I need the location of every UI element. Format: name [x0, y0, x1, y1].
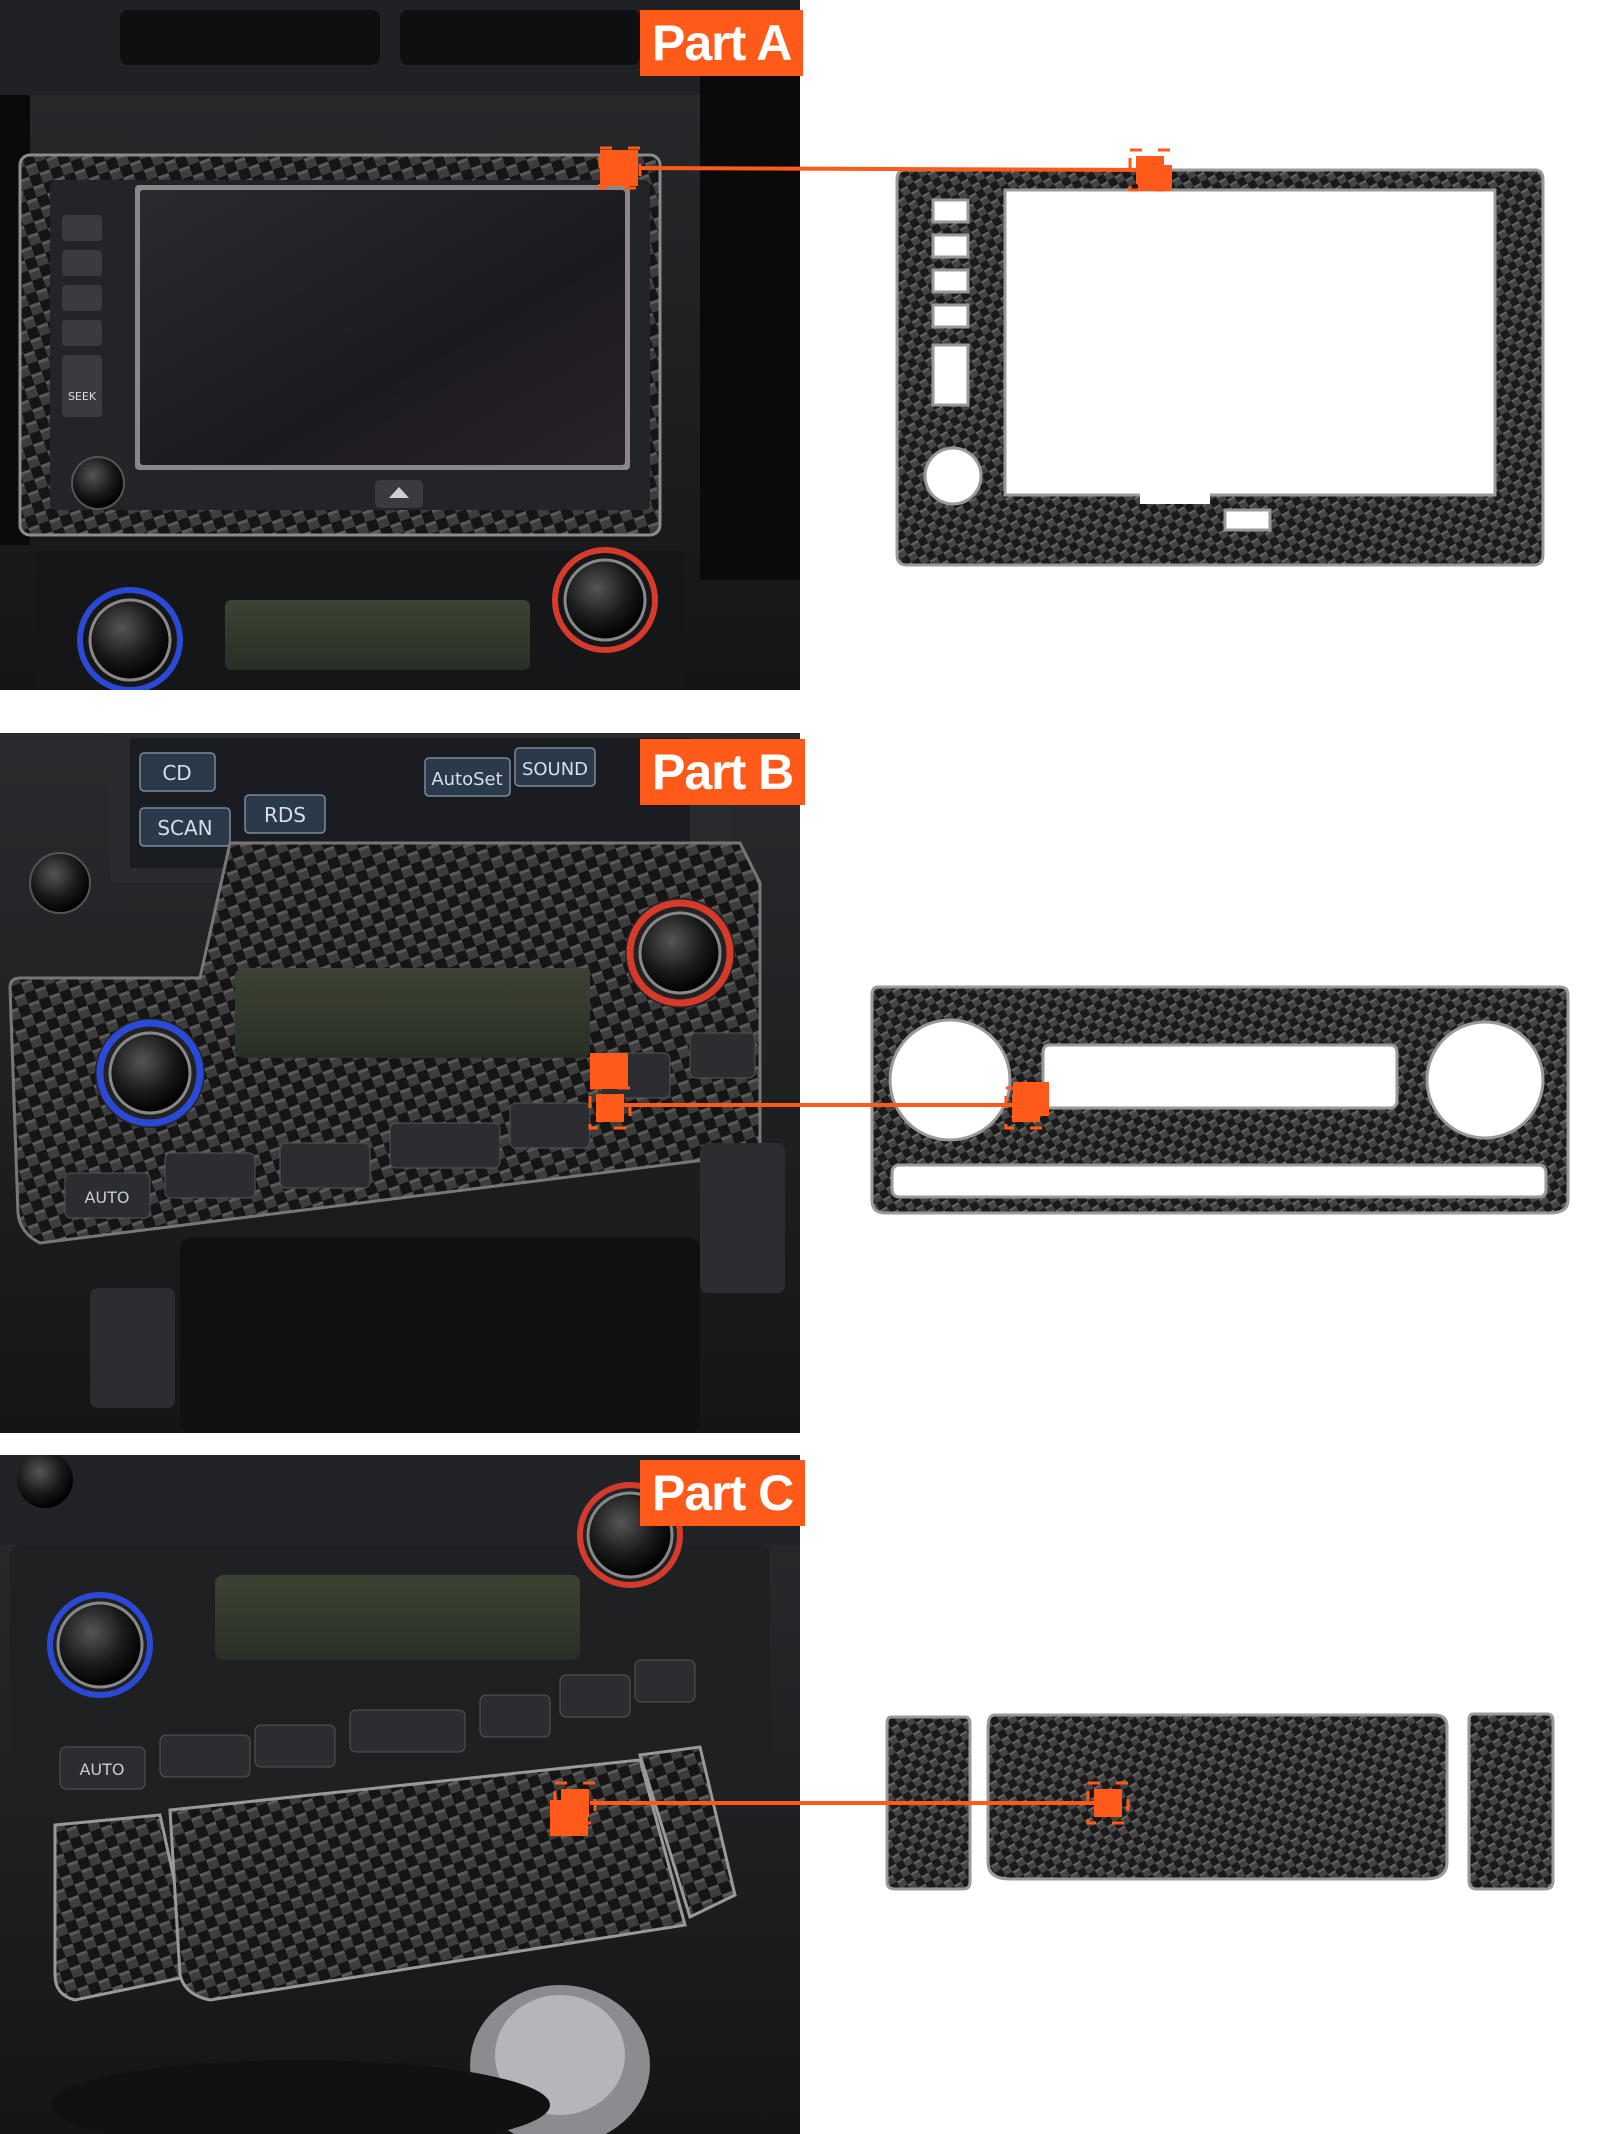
- scan-button: SCAN: [157, 816, 212, 840]
- part-a-section: SEEK Part A: [0, 0, 1601, 690]
- auto-button-c: AUTO: [79, 1760, 124, 1779]
- rds-button: RDS: [264, 803, 306, 827]
- sound-button: SOUND: [522, 759, 588, 780]
- part-c-label: Part C: [640, 1460, 806, 1526]
- part-b-label: Part B: [640, 739, 806, 805]
- part-a-label: Part A: [640, 10, 804, 76]
- part-c-product-center: [985, 1712, 1450, 1882]
- cd-button: CD: [162, 761, 191, 785]
- part-c-product-right: [1465, 1711, 1557, 1893]
- part-c-product-left: [883, 1714, 973, 1892]
- part-b-photo: CD SCAN RDS AutoSet SOUND AUTO: [0, 733, 800, 1433]
- part-c-photo: AUTO: [0, 1455, 800, 2134]
- seek-label: SEEK: [68, 390, 97, 403]
- part-a-photo: SEEK: [0, 0, 800, 690]
- part-c-section: AUTO Part C: [0, 1455, 1601, 2134]
- part-a-product-frame: [895, 165, 1545, 570]
- part-b-product-panel: [870, 985, 1570, 1215]
- part-b-section: CD SCAN RDS AutoSet SOUND AUTO: [0, 733, 1601, 1433]
- autoset-button: AutoSet: [431, 769, 502, 790]
- auto-button-b: AUTO: [84, 1188, 129, 1207]
